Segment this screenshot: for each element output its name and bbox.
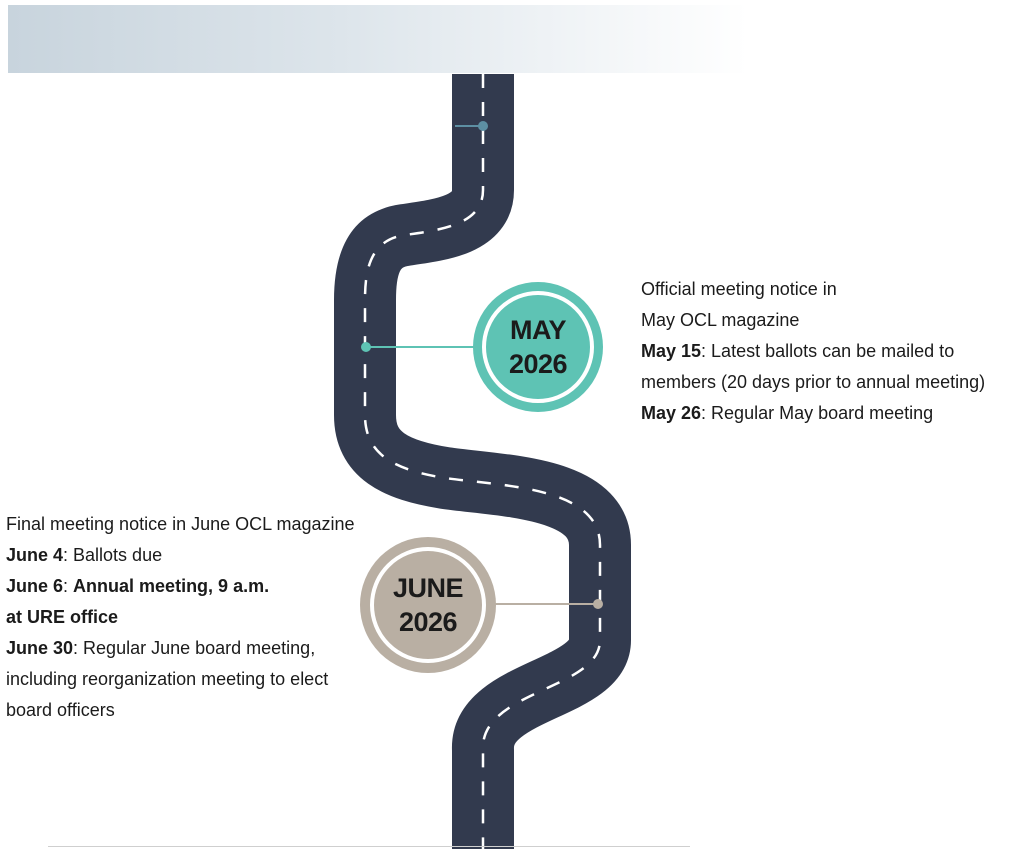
june-notes: Final meeting notice in June OCL magazin… (6, 509, 396, 726)
may-2026-badge: MAY 2026 (473, 282, 603, 412)
may-badge-year: 2026 (508, 349, 568, 379)
may-marker-dot (361, 342, 371, 352)
bottom-divider (48, 846, 690, 847)
header-banner (8, 5, 748, 73)
june-note-line: board officers (6, 700, 115, 720)
may-notes: Official meeting notice in May OCL magaz… (641, 274, 1016, 429)
may-note-line: members (20 days prior to annual meeting… (641, 372, 986, 392)
may-note-line: May 15: Latest ballots can be mailed to (641, 341, 955, 361)
may-badge-month: MAY (509, 315, 567, 345)
june-note-line: June 4: Ballots due (6, 545, 163, 565)
top-marker-dot (478, 121, 488, 131)
lane-markings (363, 74, 602, 849)
june-badge-month: JUNE (392, 573, 464, 603)
june-note-line: Final meeting notice in June OCL magazin… (6, 514, 355, 534)
june-note-line: June 6: Annual meeting, 9 a.m. (6, 576, 270, 596)
june-note-line: June 30: Regular June board meeting, (6, 638, 316, 658)
may-note-line: Official meeting notice in (641, 279, 837, 299)
june-note-line: including reorganization meeting to elec… (6, 669, 329, 689)
june-note-line: at URE office (6, 607, 119, 627)
may-note-line: May 26: Regular May board meeting (641, 403, 934, 423)
june-badge-year: 2026 (398, 607, 458, 637)
may-note-line: May OCL magazine (641, 310, 800, 330)
june-marker-dot (593, 599, 603, 609)
june-2026-badge: JUNE 2026 (360, 537, 496, 673)
